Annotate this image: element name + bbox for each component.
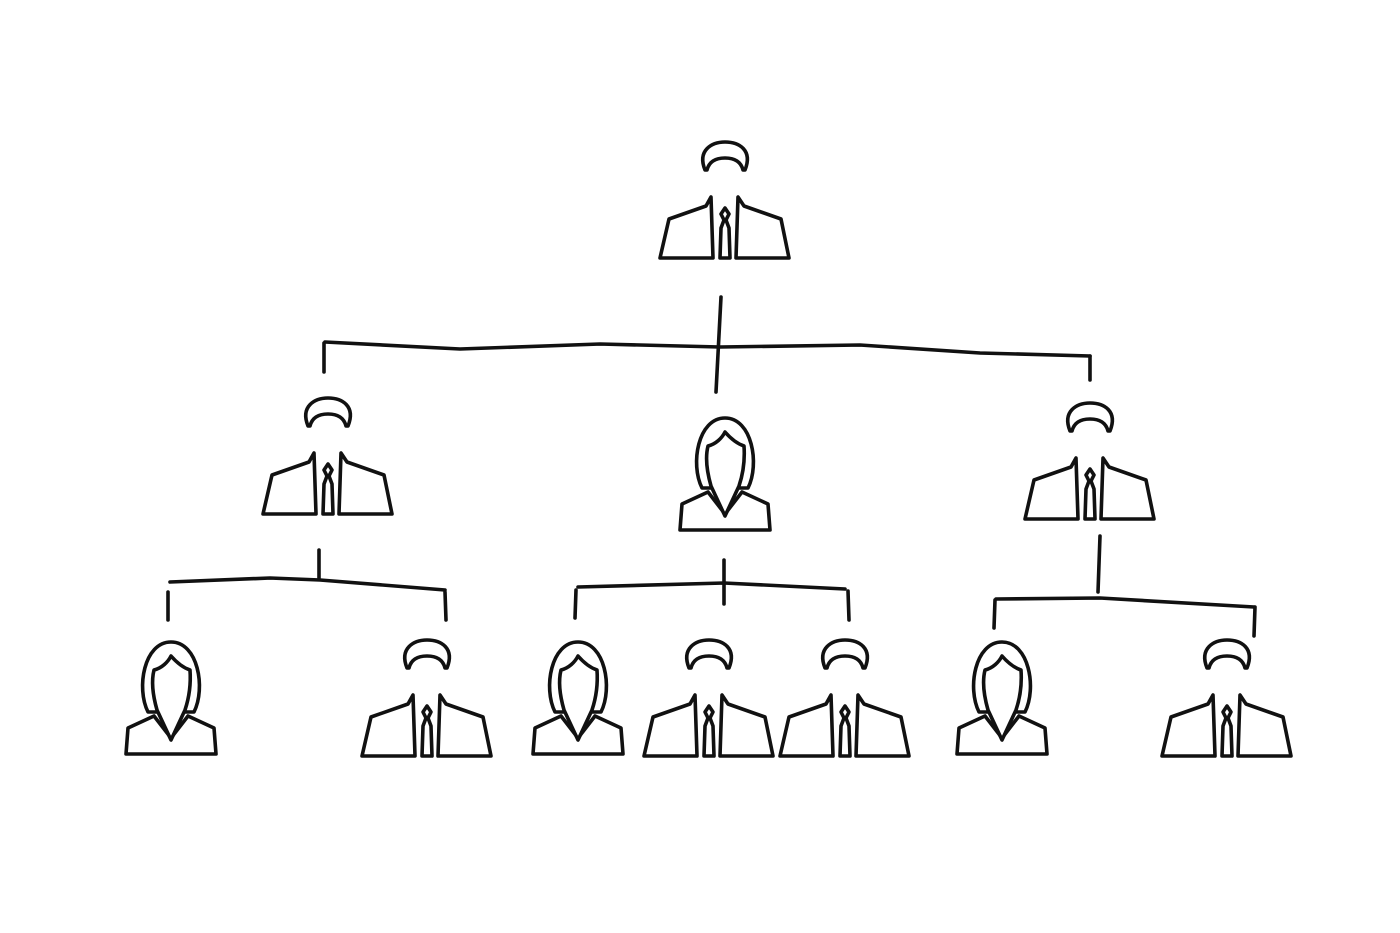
person-woman-icon <box>531 640 625 756</box>
person-man-icon <box>642 638 775 758</box>
connector-level2-horizontal <box>323 340 1092 358</box>
person-man-icon <box>1160 638 1293 758</box>
connector-mid-group-drop-1 <box>573 588 578 620</box>
person-man-icon <box>360 638 493 758</box>
connector-top-vertical <box>714 295 723 394</box>
person-man-icon <box>261 396 394 516</box>
connector-mid-group-horizontal <box>576 581 847 591</box>
connector-left-group-horizontal <box>168 576 447 592</box>
person-man-icon <box>778 638 911 758</box>
person-woman-icon <box>678 416 772 532</box>
connector-mid-group-drop-3 <box>846 589 851 622</box>
connector-right-group-horizontal <box>994 596 1256 609</box>
connector-right-group-drop-2 <box>1252 605 1257 638</box>
person-man-icon <box>658 140 791 260</box>
person-woman-icon <box>124 640 218 756</box>
person-woman-icon <box>955 640 1049 756</box>
person-man-icon <box>1023 401 1156 521</box>
connector-left-group-drop-2 <box>443 590 448 622</box>
connector-right-group-vertical <box>1096 534 1102 594</box>
connector-right-group-drop-1 <box>992 598 997 630</box>
